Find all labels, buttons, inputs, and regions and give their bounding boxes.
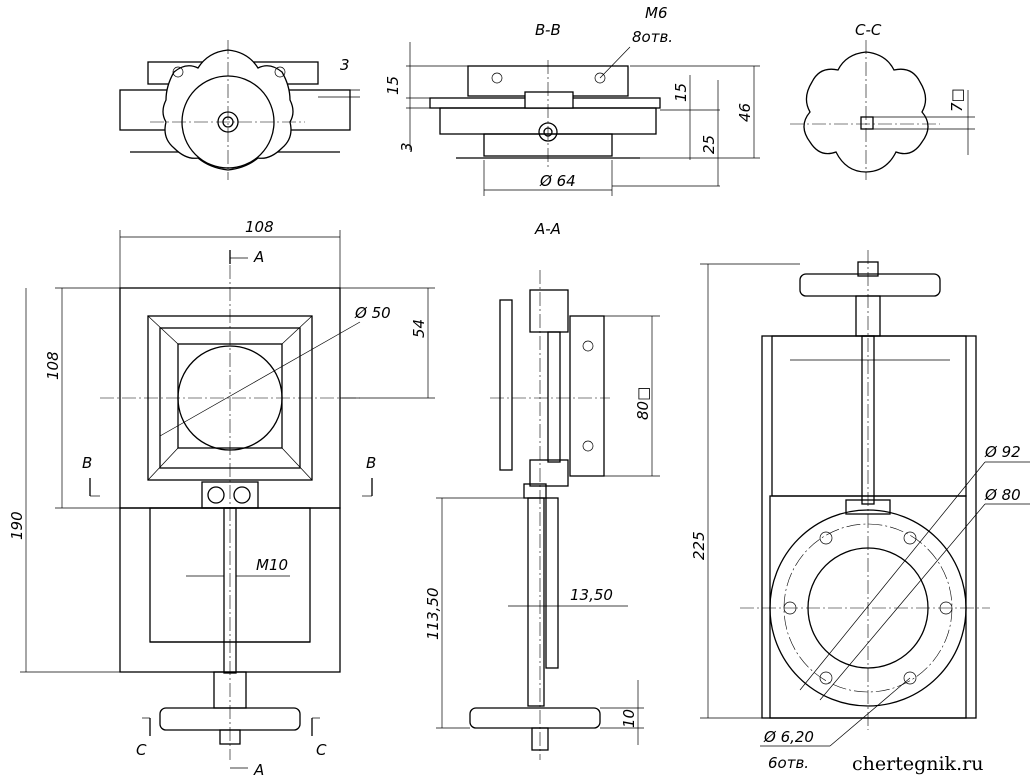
dim-d50: Ø 50 [354,304,391,322]
dim-54: 54 [410,319,428,338]
thread-m6: M6 [645,4,668,22]
thread-m10: M10 [256,556,288,574]
cut-b-right: B [366,454,376,472]
side-view: 225 Ø 92 Ø 80 Ø 6,20 6отв. [690,250,1030,772]
watermark: chertegnik.ru [852,753,983,775]
dim-3-top: 3 [340,56,350,74]
cut-c-right: C [316,741,327,759]
dim-7-square: 7□ [948,88,966,112]
holes-6: 6отв. [768,754,809,772]
dim-108-height: 108 [44,351,62,380]
front-view: 108 Ø 50 54 108 190 M10 A A B [8,218,435,779]
dim-d64: Ø 64 [539,172,576,190]
section-bb: B-B M6 8отв. 15 3 15 25 46 Ø 64 [384,4,760,196]
dim-225: 225 [690,531,708,560]
section-aa: A-A 80□ 113,50 13,50 10 [424,220,660,760]
section-cc-title: C-C [855,21,882,39]
dim-25: 25 [700,135,718,154]
dim-3-left: 3 [398,142,416,152]
section-aa-title: A-A [534,220,561,238]
dim-15-right: 15 [672,83,690,102]
section-cc: C-C 7□ [790,21,975,180]
dim-46: 46 [736,103,754,122]
cut-b-left: B [82,454,92,472]
section-bb-title: B-B [535,21,561,39]
dim-108-width: 108 [245,218,274,236]
dim-13-50: 13,50 [570,586,613,604]
dim-15-left: 15 [384,76,402,95]
dim-d6-20: Ø 6,20 [763,728,814,746]
dim-80-square: 80□ [634,387,652,420]
dim-10: 10 [620,709,638,728]
dim-d80: Ø 80 [984,486,1021,504]
holes-8: 8отв. [632,28,673,46]
cut-a-top: A [253,248,264,266]
dim-190: 190 [8,511,26,540]
cut-a-bottom: A [253,761,264,779]
cut-c-left: C [136,741,147,759]
dim-d92: Ø 92 [984,443,1021,461]
dim-113-50: 113,50 [424,588,442,641]
top-view: 3 [119,40,360,180]
